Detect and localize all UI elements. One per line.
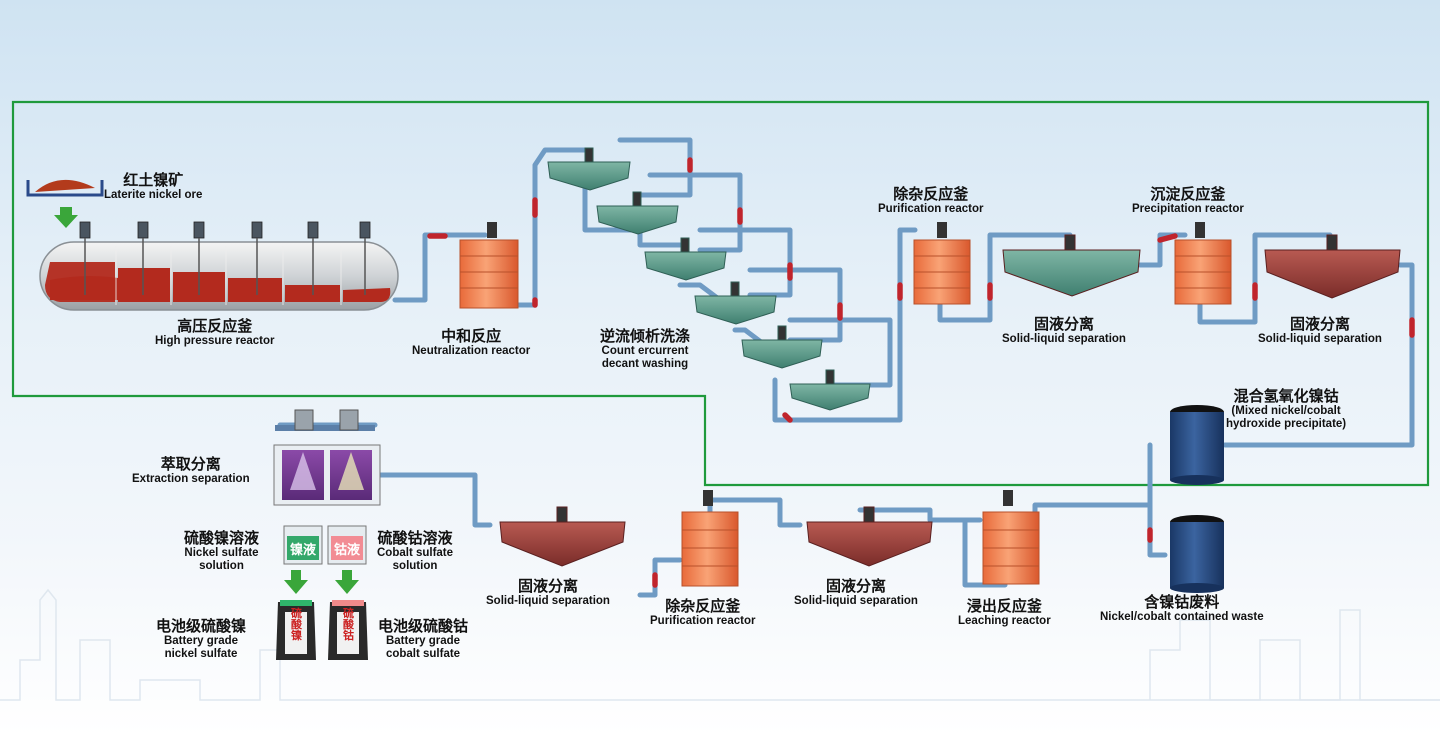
batco-label: 电池级硫酸钴 Battery grade cobalt sulfate xyxy=(378,617,469,662)
mhp-en2: hydroxide precipitate) xyxy=(1226,418,1347,431)
neutral-label: 中和反应 Neutralization reactor xyxy=(412,327,531,358)
sls2-label: 固液分离 Solid-liquid separation xyxy=(1258,315,1382,346)
mhp-label: 混合氢氧化镍钴 (Mixed nickel/cobalt hydroxide p… xyxy=(1226,387,1347,432)
ccd-thickeners xyxy=(547,147,871,411)
extract-label: 萃取分离 Extraction separation xyxy=(132,455,250,486)
neutralization-tank xyxy=(459,222,519,309)
sls4-en: Solid-liquid separation xyxy=(794,595,918,608)
hpr-zh: 高压反应釜 xyxy=(177,317,253,335)
down-arrow-icon xyxy=(54,207,78,228)
leaching-tank xyxy=(982,490,1040,585)
cobalt-tank-label: 钴液 xyxy=(334,542,360,558)
leach-en: Leaching reactor xyxy=(958,615,1051,628)
mhp-zh: 混合氢氧化镍钴 xyxy=(1233,387,1339,405)
purif2-en: Purification reactor xyxy=(650,615,756,628)
purif1-en: Purification reactor xyxy=(878,203,984,216)
purif1-label: 除杂反应釜 Purification reactor xyxy=(878,185,984,216)
waste-label: 含镍钴废料 Nickel/cobalt contained waste xyxy=(1100,593,1264,624)
neutral-zh: 中和反应 xyxy=(441,327,502,345)
batni-en1: Battery grade xyxy=(163,635,239,648)
purif2-zh: 除杂反应釜 xyxy=(665,597,741,615)
down-arrow-icon xyxy=(284,570,308,594)
niso-en2: solution xyxy=(199,560,244,573)
ccd-en1: Count ercurrent xyxy=(601,345,689,358)
batni-label: 电池级硫酸镍 Battery grade nickel sulfate xyxy=(156,617,247,662)
cobalt-bag-label: 硫酸钴 xyxy=(342,606,355,641)
coso-zh: 硫酸钴溶液 xyxy=(377,529,453,547)
purif2-label: 除杂反应釜 Purification reactor xyxy=(650,597,756,628)
waste-zh: 含镍钴废料 xyxy=(1144,593,1220,611)
coso-label: 硫酸钴溶液 Cobalt sulfate solution xyxy=(377,529,454,574)
precip-zh: 沉淀反应釜 xyxy=(1150,185,1226,203)
batco-en2: cobalt sulfate xyxy=(385,648,461,661)
batni-en2: nickel sulfate xyxy=(164,648,238,661)
pipe-network xyxy=(277,137,1415,598)
mhp-drum xyxy=(1170,405,1224,485)
purif1-zh: 除杂反应釜 xyxy=(893,185,969,203)
sls3-label: 固液分离 Solid-liquid separation xyxy=(486,577,610,608)
ccd-label: 逆流倾析洗涤 Count ercurrent decant washing xyxy=(600,327,691,372)
down-arrow-icon xyxy=(335,570,359,594)
sls1-en: Solid-liquid separation xyxy=(1002,333,1126,346)
nickel-sulfate-bag: 硫酸镍 xyxy=(276,600,316,660)
sls4-label: 固液分离 Solid-liquid separation xyxy=(794,577,918,608)
precip-label: 沉淀反应釜 Precipitation reactor xyxy=(1132,185,1244,216)
sls1-zh: 固液分离 xyxy=(1033,315,1094,333)
mhp-en1: (Mixed nickel/cobalt xyxy=(1231,405,1341,418)
batco-en1: Battery grade xyxy=(385,635,461,648)
purification-tank-upper xyxy=(913,222,971,305)
precipitation-tank xyxy=(1174,222,1232,305)
clarifier-upper-2 xyxy=(1264,234,1401,299)
waste-drum xyxy=(1170,515,1224,593)
nickel-solution-tank: 镍液 xyxy=(283,525,323,565)
highlight-boundary xyxy=(11,100,1430,487)
hpr-label: 高压反应釜 High pressure reactor xyxy=(155,317,275,348)
clarifier-lower-2 xyxy=(806,506,933,567)
laterite-ore-hopper xyxy=(26,179,104,228)
sls3-zh: 固液分离 xyxy=(517,577,578,595)
cobalt-solution-tank: 钴液 xyxy=(327,525,367,565)
sls1-label: 固液分离 Solid-liquid separation xyxy=(1002,315,1126,346)
sls2-zh: 固液分离 xyxy=(1289,315,1350,333)
pipe-hot-segments xyxy=(427,157,1415,588)
sls3-en: Solid-liquid separation xyxy=(486,595,610,608)
extract-en: Extraction separation xyxy=(132,473,250,486)
nickel-bag-label: 硫酸镍 xyxy=(290,606,303,641)
leach-label: 浸出反应釜 Leaching reactor xyxy=(958,597,1051,628)
niso-zh: 硫酸镍溶液 xyxy=(184,529,260,547)
niso-label: 硫酸镍溶液 Nickel sulfate solution xyxy=(184,529,260,574)
purification-tank-lower xyxy=(681,490,739,587)
hpr-en: High pressure reactor xyxy=(155,335,275,348)
cobalt-sulfate-bag: 硫酸钴 xyxy=(328,600,368,660)
clarifier-lower-1 xyxy=(499,506,626,567)
niso-en1: Nickel sulfate xyxy=(184,547,259,560)
high-pressure-reactor xyxy=(39,221,399,311)
ccd-en2: decant washing xyxy=(601,358,689,371)
laterite-zh: 红土镍矿 xyxy=(123,171,184,189)
batni-zh: 电池级硫酸镍 xyxy=(156,617,247,635)
clarifier-upper-1 xyxy=(1002,234,1141,297)
waste-en: Nickel/cobalt contained waste xyxy=(1100,611,1264,624)
laterite-label: 红土镍矿 Laterite nickel ore xyxy=(104,171,203,202)
extraction-unit xyxy=(273,409,381,506)
sls2-en: Solid-liquid separation xyxy=(1258,333,1382,346)
laterite-en: Laterite nickel ore xyxy=(104,189,203,202)
extract-zh: 萃取分离 xyxy=(160,455,221,473)
skyline-background xyxy=(0,588,1440,701)
coso-en1: Cobalt sulfate xyxy=(377,547,454,560)
nickel-tank-label: 镍液 xyxy=(290,542,316,558)
sls4-zh: 固液分离 xyxy=(825,577,886,595)
ccd-zh: 逆流倾析洗涤 xyxy=(600,327,691,345)
leach-zh: 浸出反应釜 xyxy=(966,597,1042,615)
neutral-en: Neutralization reactor xyxy=(412,345,531,358)
agitator-motors xyxy=(79,221,371,239)
batco-zh: 电池级硫酸钴 xyxy=(378,617,469,635)
coso-en2: solution xyxy=(392,560,438,573)
precip-en: Precipitation reactor xyxy=(1132,203,1244,216)
